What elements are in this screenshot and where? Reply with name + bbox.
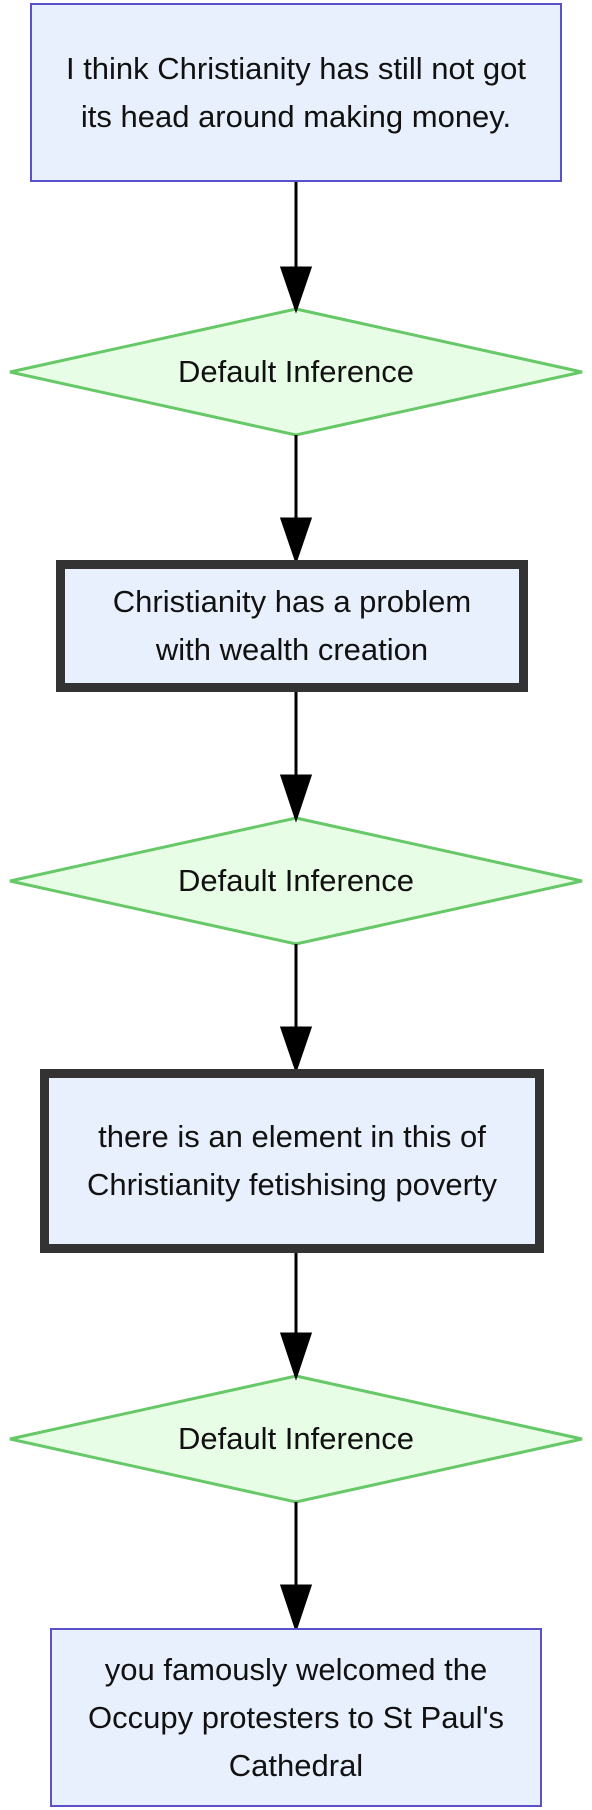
arrowhead-1 [279, 266, 313, 314]
claim-text-2: Christianity has a problem with wealth c… [112, 584, 472, 667]
arrowhead-5 [279, 1332, 313, 1381]
arrowhead-3 [279, 774, 313, 823]
inference-label-3: Default Inference [177, 1421, 415, 1456]
arrowhead-4 [279, 1026, 313, 1074]
claim-box-3: there is an element in this of Christian… [40, 1069, 544, 1253]
claim-box-2: Christianity has a problem with wealth c… [56, 560, 528, 692]
inference-label-1: Default Inference [177, 354, 415, 389]
arrowhead-2 [279, 517, 313, 565]
inference-label-2: Default Inference [177, 863, 415, 898]
claim-box-1: I think Christianity has still not got i… [30, 3, 562, 182]
claim-text-1: I think Christianity has still not got i… [65, 50, 527, 134]
claim-text-3: there is an element in this of Christian… [86, 1119, 498, 1202]
arrowhead-6 [279, 1584, 313, 1633]
claim-text-4: you famously welcomed the Occupy protest… [88, 1651, 504, 1783]
claim-box-4: you famously welcomed the Occupy protest… [50, 1628, 542, 1807]
